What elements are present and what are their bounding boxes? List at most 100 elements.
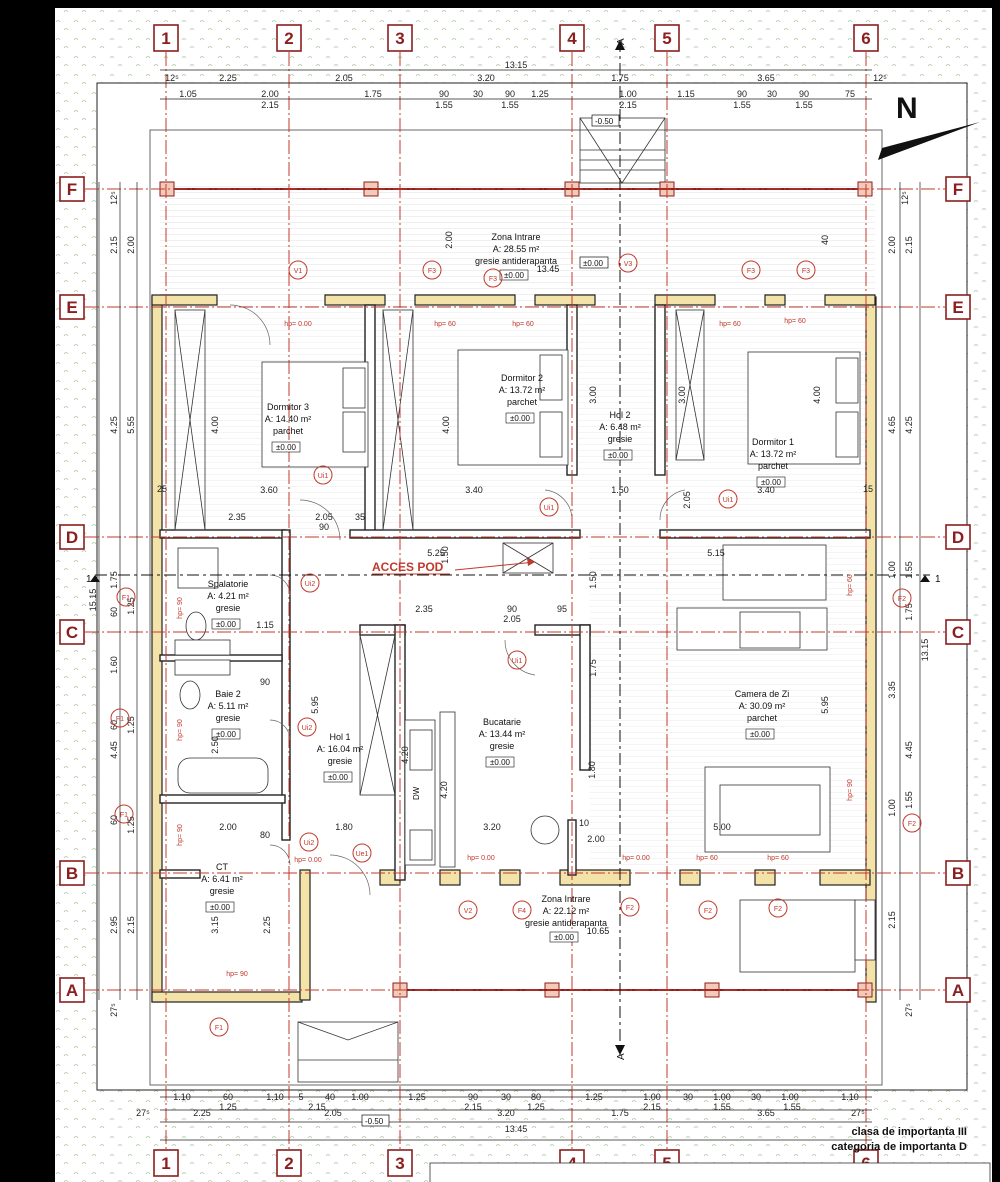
hp-label: hp= 0.00 (467, 855, 495, 862)
dim-left: 2.15 (126, 916, 136, 934)
room-level: ±0.00 (504, 271, 525, 280)
dim-left: 12⁵ (109, 191, 119, 205)
room-name: Zona Intrare (491, 232, 540, 242)
dim-bottom-row3: 27⁵ (851, 1108, 865, 1118)
tag-label: Ui2 (304, 840, 315, 847)
tag-label: Ui2 (302, 725, 313, 732)
dim-bottom-row3: 1.75 (611, 1108, 629, 1118)
dim-left: 27⁵ (109, 1003, 119, 1017)
room-level: ±0.00 (608, 451, 629, 460)
section-a-label-top: A (616, 38, 627, 45)
dim-bottom-row1: 30 (501, 1092, 511, 1102)
room-finish: gresie (210, 886, 235, 896)
tag-label: V3 (624, 261, 633, 268)
dim-right: 2.15 (887, 911, 897, 929)
axis-row-label: A (66, 981, 78, 1000)
axis-row-label: D (66, 528, 78, 547)
svg-text:-0.50: -0.50 (365, 1117, 384, 1126)
dim-top-row1: 2.05 (335, 73, 353, 83)
tag-ui2: Ui2 (297, 717, 317, 737)
dim-bottom-row2: 2.15 (464, 1102, 482, 1112)
dim-bottom-row1: 60 (223, 1092, 233, 1102)
tag-label: F1 (116, 716, 124, 723)
axis-column-2: 2 (276, 24, 302, 52)
dim-left: 4.45 (109, 741, 119, 759)
axis-column-label: 5 (662, 29, 671, 48)
room-area: A: 22.12 m² (543, 906, 590, 916)
tag-label: F3 (802, 268, 810, 275)
hp-label: hp= 90 (847, 779, 854, 801)
dim-top-row2: 90 (737, 89, 747, 99)
stairs (297, 117, 666, 1083)
axis-row-label: C (952, 623, 964, 642)
tag-label: F3 (428, 268, 436, 275)
dim-top-row2: 90 (505, 89, 515, 99)
room-name: Bucatarie (483, 717, 521, 727)
inner-dim: 2.00 (587, 834, 605, 844)
dim-left: 2.00 (126, 236, 136, 254)
inner-dim: 90 (260, 677, 270, 687)
dim-bottom-row1: 1.25 (408, 1092, 426, 1102)
tag-f3: F3 (483, 268, 503, 288)
tag-ui2: Ui2 (300, 573, 320, 593)
hp-label: hp= 0.00 (284, 321, 312, 328)
dim-bottom-row2: 2.15 (643, 1102, 661, 1112)
axis-column-1: 1 (153, 1149, 179, 1177)
inner-dim: 3.15 (210, 916, 220, 934)
room-area: A: 5.11 m² (208, 701, 249, 711)
dim-bottom-row2: 1.55 (783, 1102, 801, 1112)
tag-v1: V1 (288, 260, 308, 280)
room-finish: gresie (216, 713, 241, 723)
axis-row-A: A (59, 977, 85, 1003)
room-level: ±0.00 (761, 478, 782, 487)
tag-v2: V2 (458, 900, 478, 920)
room-finish: parchet (507, 397, 538, 407)
room-finish: parchet (747, 713, 778, 723)
inner-dim: 2.00 (444, 231, 454, 249)
axis-row-B: B (59, 860, 85, 886)
tag-ui2: Ui2 (299, 832, 319, 852)
tag-f2: F2 (892, 588, 912, 608)
dim-top-row2: 2.00 (261, 89, 279, 99)
room-level-box (323, 771, 353, 783)
tag-f2: F2 (768, 898, 788, 918)
inner-dim: 2.05 (682, 491, 692, 509)
tag-label: F2 (908, 821, 916, 828)
room-name: Dormitor 1 (752, 437, 794, 447)
dim-top-row3: 1.55 (795, 100, 813, 110)
dim-bottom-row1: 1.00 (781, 1092, 799, 1102)
dim-bottom-row1: 1.10 (173, 1092, 191, 1102)
tag-label: F1 (120, 812, 128, 819)
hp-label: hp= 60 (767, 855, 789, 862)
room-level: ±0.00 (554, 933, 575, 942)
dim-top-row1: 12⁵ (873, 73, 887, 83)
dim-right: 4.45 (904, 741, 914, 759)
axis-row-F: F (59, 176, 85, 202)
section-a-arrow-top (615, 40, 625, 50)
axis-row-B: B (945, 860, 971, 886)
tag-label: V2 (464, 908, 473, 915)
north-letter: N (896, 92, 918, 125)
inner-dim: 1.50 (611, 485, 629, 495)
dim-right: 1.00 (887, 561, 897, 579)
tag-f1: F1 (116, 587, 136, 607)
dim-top-row3: 2.15 (619, 100, 637, 110)
dim-right: 3.35 (887, 681, 897, 699)
axis-column-5: 5 (654, 24, 680, 52)
axis-column-6: 6 (853, 24, 879, 52)
inner-dim: 3.40 (465, 485, 483, 495)
room-name: Spalatorie (208, 579, 249, 589)
tag-label: Ui1 (318, 473, 329, 480)
room-area: A: 4.21 m² (207, 591, 249, 601)
dim-right: 1.55 (904, 791, 914, 809)
axis-row-label: B (952, 864, 964, 883)
